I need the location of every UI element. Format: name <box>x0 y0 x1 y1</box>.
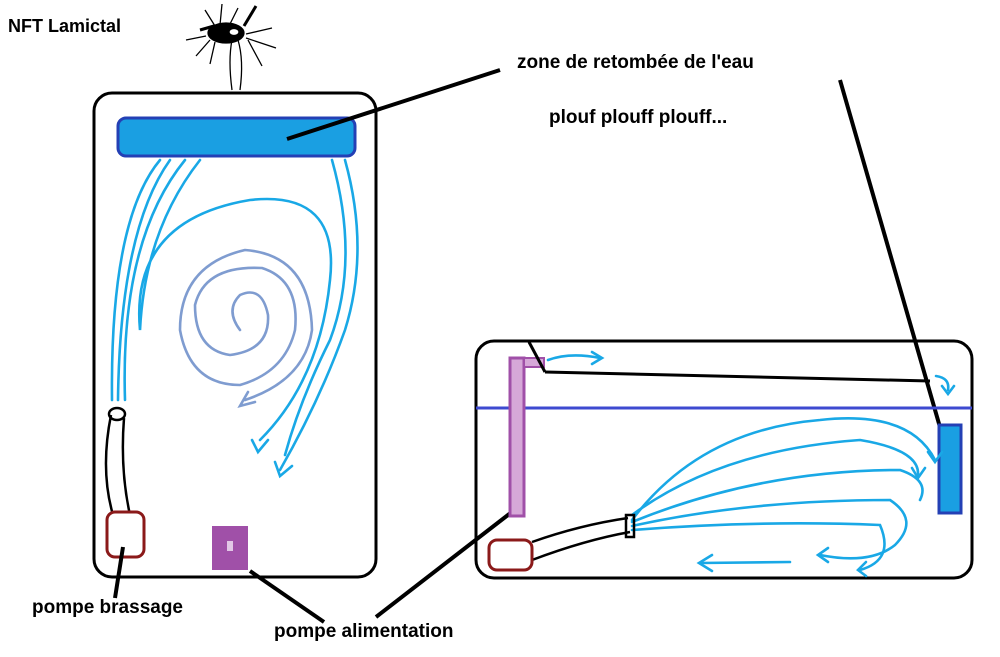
author-signature: NFT Lamictal <box>8 16 122 36</box>
delivery-line <box>527 341 931 383</box>
water-fall-zone-label: zone de retombée de l'eau <box>517 52 754 73</box>
feed-pipe-outlet <box>523 357 545 368</box>
surface-flows <box>546 350 956 397</box>
water-fall-zone <box>116 116 357 158</box>
cat-icon <box>185 3 277 91</box>
circulation-pump-right <box>487 538 534 572</box>
circulation-pump-left <box>105 510 146 559</box>
right-tank <box>474 339 974 580</box>
feed-pipe <box>508 356 526 518</box>
feed-pump-port <box>227 541 233 551</box>
left-tank <box>92 91 378 579</box>
feed-pump-label: pompe alimentation <box>274 621 454 642</box>
pointer-alimentation-right <box>374 506 519 619</box>
left-hose <box>104 406 132 516</box>
pointer-brassage <box>113 546 125 599</box>
pointer-alimentation-left <box>248 569 326 624</box>
right-hose <box>531 513 636 562</box>
right-tank-water-flows <box>630 417 944 578</box>
zone-pointer-line-left <box>286 68 501 141</box>
zone-pointer-line-right <box>838 79 950 456</box>
splash-sound-label: plouf plouff plouff... <box>549 107 728 128</box>
circulation-pump-label: pompe brassage <box>32 597 183 618</box>
spiral <box>178 248 314 409</box>
left-tank-water-flows <box>110 158 359 479</box>
water-fall-zone-right <box>937 423 963 515</box>
